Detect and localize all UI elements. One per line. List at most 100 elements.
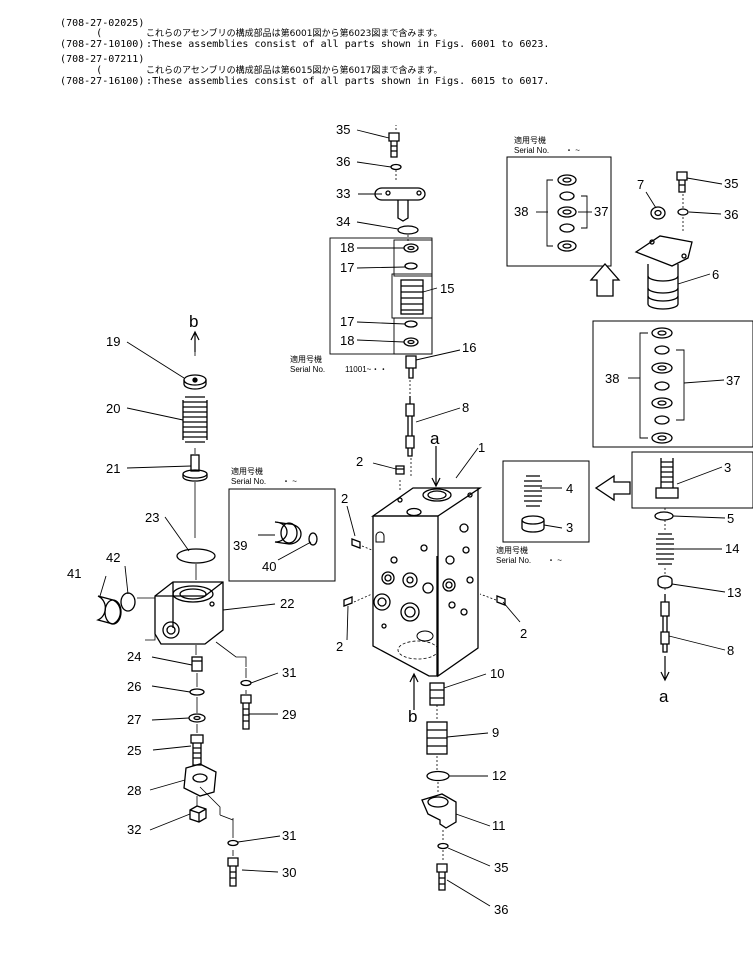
header-line-6: (708-27-16100):These assemblies consist … [48, 64, 549, 88]
serial-box-37-38 [506, 156, 612, 267]
part-26-o-ring [189, 688, 205, 696]
callout-5: 5 [727, 511, 734, 526]
header-code-6: (708-27-16100) [60, 76, 145, 87]
part-15-spool [400, 279, 424, 315]
part-29-bolt [240, 694, 252, 730]
part-18-ring [403, 243, 419, 253]
serial-value-2: ・ ~ [565, 146, 580, 155]
part-3-adjuster [655, 458, 679, 499]
part-35-bolt-right [676, 171, 688, 193]
group-box-top [393, 239, 433, 277]
serial-value-4: 11001~・・ [345, 365, 387, 374]
part-22-housing [154, 581, 224, 645]
part-3-seat-small [521, 515, 545, 533]
group-box-3 [631, 451, 753, 509]
part-8-spool-right [660, 594, 670, 653]
callout-18: 18 [340, 240, 354, 255]
part-7-washer [650, 206, 666, 220]
callout-42: 42 [106, 550, 120, 565]
arrow-b-bottom [409, 672, 419, 710]
header-line-4: (708-27-07211) [48, 42, 146, 66]
part-31-washer-b [227, 839, 239, 847]
part-5-o-ring [654, 511, 674, 521]
serial-labels: 適用号機 Serial No. ・ ~ 適用号機 Serial No. ・ ~ … [231, 135, 580, 565]
serial-value-3: ・ ~ [547, 556, 562, 565]
part-17-ring [404, 262, 418, 270]
callout-9: 9 [492, 725, 499, 740]
callout-38b: 38 [605, 371, 619, 386]
serial-box-39-40 [228, 488, 336, 582]
callout-31a: 31 [282, 665, 296, 680]
label-b-top: b [189, 312, 198, 331]
callout-1: 1 [478, 440, 485, 455]
part-28-flange [183, 763, 217, 797]
serial-label-2: Serial No. [514, 146, 549, 155]
part-32-nut [189, 805, 207, 823]
header-text-6: :These assemblies consist of all parts s… [146, 76, 550, 87]
leader-lines [99, 129, 726, 907]
callout-32: 32 [127, 822, 141, 837]
callout-37b: 37 [726, 373, 740, 388]
part-41-plug [96, 595, 122, 625]
part-21-poppet [182, 454, 208, 482]
part-19-cap [183, 374, 207, 390]
serial-label-4: Serial No. [290, 365, 325, 374]
part-25-bolt [190, 734, 204, 766]
callout-19: 19 [106, 334, 120, 349]
part-23-o-ring [176, 548, 216, 564]
header-code-5: ( [60, 65, 103, 76]
callout-3b: 3 [566, 520, 573, 535]
serial-value-1: ・ ~ [282, 477, 297, 486]
header-code-4: (708-27-07211) [60, 54, 145, 65]
callout-21: 21 [106, 461, 120, 476]
callout-27: 27 [127, 712, 141, 727]
part-11-cover [421, 793, 457, 829]
callout-12: 12 [492, 768, 506, 783]
part-35-bolt [388, 132, 400, 158]
callout-8: 8 [462, 400, 469, 415]
callout-24: 24 [127, 649, 141, 664]
arrow-a-down [431, 446, 441, 488]
part-36-washer [390, 163, 402, 171]
header-line-2: (これらのアセンブリの構成部品は第6001図から第6023図まで含みます。 [48, 16, 443, 40]
part-40-o-ring [308, 532, 318, 546]
callout-22: 22 [280, 596, 294, 611]
part-42-o-ring [120, 592, 136, 612]
header-code-3: (708-27-10100) [60, 39, 145, 50]
header-line-3: (708-27-10100):These assemblies consist … [48, 27, 549, 51]
header-line-1: (708-27-02025) [48, 6, 146, 30]
rings-38-37-lower [639, 327, 685, 444]
callout-3: 3 [724, 460, 731, 475]
callout-36: 36 [336, 154, 350, 169]
part-36-washer-right [677, 208, 689, 216]
callout-36b: 36 [494, 902, 508, 917]
serial-label-3: Serial No. [496, 556, 531, 565]
callout-10: 10 [490, 666, 504, 681]
callout-18b: 18 [340, 333, 354, 348]
part-16-stem [405, 355, 417, 379]
serial-box-4-3 [502, 460, 590, 543]
part-2-plug-right [496, 595, 506, 606]
part-10-sleeve [429, 682, 445, 706]
group-box-bot [393, 317, 433, 355]
part-35-washer-bottom [437, 842, 449, 850]
callout-38a: 38 [514, 204, 528, 219]
header-text-3: :These assemblies consist of all parts s… [146, 39, 550, 50]
part-4-spring-small [524, 475, 542, 507]
callout-11: 11 [492, 818, 506, 833]
header-jp-2: これらのアセンブリの構成部品は第6015図から第6017図まで含みます。 [146, 66, 443, 76]
part-30-bolt [227, 857, 239, 887]
header-jp-1: これらのアセンブリの構成部品は第6001図から第6023図まで含みます。 [146, 29, 443, 39]
callout-37a: 37 [594, 204, 608, 219]
callout-labels: 35 36 33 34 18 17 15 17 18 16 8 1 2 2 2 … [67, 122, 741, 917]
callout-29: 29 [282, 707, 296, 722]
part-36-bolt-bottom [436, 863, 448, 891]
part-31-washer [240, 679, 252, 687]
callout-2a: 2 [356, 454, 363, 469]
part-8-spool [405, 396, 415, 457]
arrow-a-right [660, 656, 670, 682]
arrow-b-up [190, 330, 200, 352]
callout-2b: 2 [341, 491, 348, 506]
callout-35b: 35 [494, 860, 508, 875]
